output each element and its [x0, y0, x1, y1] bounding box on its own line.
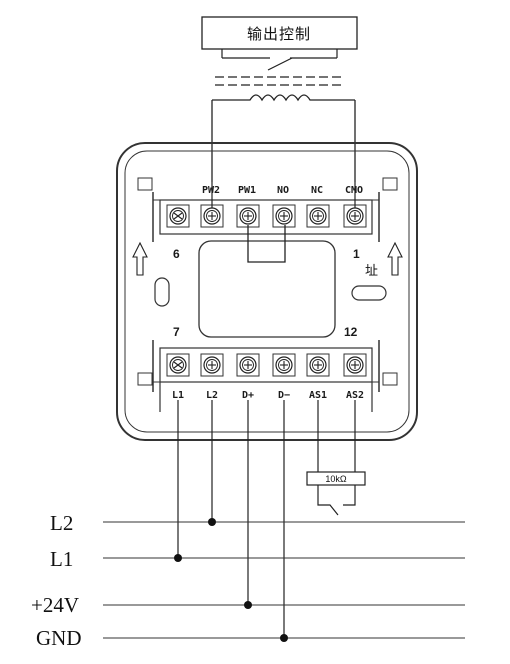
- terminal-screw-top-5: [200, 204, 224, 228]
- terminal-number-12: 12: [344, 325, 358, 339]
- module-body: [116, 142, 418, 441]
- terminal-number-1: 1: [353, 247, 360, 261]
- up-arrow-left-icon: [132, 241, 148, 276]
- bottom-terminal-label: D−: [278, 390, 290, 401]
- terminal-number-6: 6: [173, 247, 180, 261]
- top-terminal-label: NO: [277, 185, 289, 196]
- terminal-screw-top-2: [306, 204, 330, 228]
- terminal-number-7: 7: [173, 325, 180, 339]
- output-control-box: 输出控制: [201, 16, 358, 50]
- bottom-terminal-block: [152, 340, 380, 412]
- terminal-screw-bottom-8: [200, 353, 224, 377]
- bus-drops: [177, 400, 356, 638]
- relay-contact: [215, 49, 345, 86]
- coil: [211, 94, 356, 182]
- bus-label-l1: L1: [50, 547, 73, 571]
- terminal-screw-top-4: [236, 204, 260, 228]
- bus-junctions: [174, 518, 288, 642]
- terminal-screw-bottom-9: [236, 353, 260, 377]
- top-terminal-label: CMO: [345, 185, 363, 196]
- address-mark: 址: [365, 264, 378, 279]
- jumper-pw1-no: [247, 225, 286, 263]
- terminal-screw-top-6: [166, 204, 190, 228]
- bottom-terminal-label: L2: [206, 390, 218, 401]
- bottom-terminal-label: AS1: [309, 390, 327, 401]
- output-control-label: 输出控制: [247, 25, 311, 43]
- top-terminal-label: PW2: [202, 185, 220, 196]
- control-wires: [211, 182, 356, 208]
- bus-label-gnd: GND: [36, 626, 82, 650]
- top-terminal-block: [152, 192, 380, 242]
- resistor: 10kΩ: [306, 471, 366, 516]
- bus-label-24v: +24V: [31, 593, 79, 617]
- bottom-terminal-label: AS2: [346, 390, 364, 401]
- top-terminal-label: PW1: [238, 185, 256, 196]
- bottom-terminal-label: D+: [242, 390, 254, 401]
- terminal-screw-bottom-11: [306, 353, 330, 377]
- resistor-label: 10kΩ: [325, 474, 347, 484]
- bottom-terminal-label: L1: [172, 390, 184, 401]
- terminal-screw-bottom-12: [343, 353, 367, 377]
- top-terminal-label: NC: [311, 185, 323, 196]
- terminal-screw-bottom-10: [272, 353, 296, 377]
- bus-label-l2: L2: [50, 511, 73, 535]
- terminal-screw-bottom-7: [166, 353, 190, 377]
- terminal-screw-top-3: [272, 204, 296, 228]
- terminal-screw-top-1: [343, 204, 367, 228]
- up-arrow-right-icon: [387, 241, 403, 276]
